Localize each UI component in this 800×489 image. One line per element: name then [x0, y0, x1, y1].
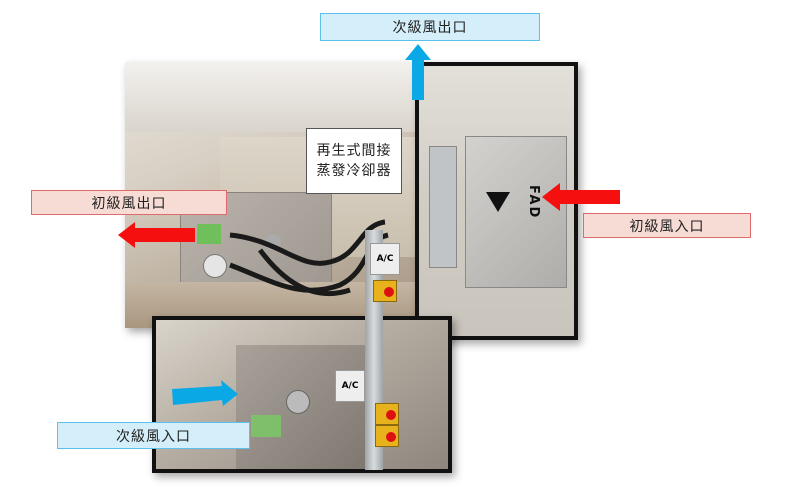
arrow-left-icon — [542, 183, 620, 211]
primary-air-inlet-label: 初級風入口 — [583, 213, 751, 238]
secondary-air-outlet-label: 次級風出口 — [320, 13, 540, 41]
emergency-stop — [375, 403, 399, 425]
sensor — [197, 224, 221, 244]
arrow-left-icon — [118, 222, 195, 248]
fad-marking: FAD — [526, 185, 541, 220]
emergency-stop — [375, 425, 399, 447]
triangle-marker-icon — [486, 192, 510, 212]
secondary-air-inlet-label: 次級風入口 — [57, 422, 250, 449]
ductwork — [125, 62, 425, 132]
sensor — [251, 415, 281, 437]
unit-photo-main — [125, 62, 425, 328]
arrow-up-icon — [405, 44, 431, 100]
pressure-gauge — [203, 254, 227, 278]
junction-box: A/C — [335, 370, 365, 402]
unit-name-line2: 蒸發冷卻器 — [316, 163, 392, 179]
primary-air-outlet-label: 初級風出口 — [31, 190, 227, 215]
emergency-stop — [373, 280, 397, 302]
gauge — [286, 390, 310, 414]
fresh-air-duct: FAD — [465, 136, 567, 288]
arrow-right-icon — [172, 380, 238, 406]
unit-name-line1: 再生式間接 — [316, 143, 392, 159]
unit-name-label: 再生式間接 蒸發冷卻器 — [306, 128, 402, 194]
frame — [429, 146, 457, 268]
cable — [258, 248, 351, 297]
junction-box: A/C — [370, 243, 400, 275]
